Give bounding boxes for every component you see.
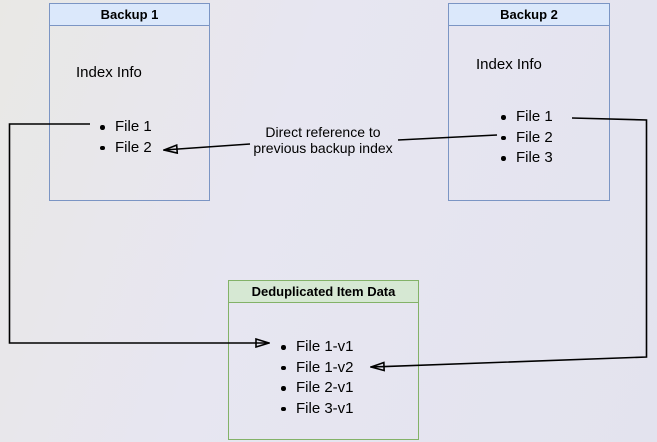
list-item: File 1-v1 [280, 337, 354, 358]
list-item: File 1 [500, 107, 553, 128]
list-item: File 1 [99, 117, 152, 138]
backup2-box: Backup 2 Index Info File 1 File 2 File 3 [448, 3, 610, 201]
direct-reference-label: Direct reference to previous backup inde… [240, 124, 406, 156]
backup1-box: Backup 1 Index Info File 1 File 2 [49, 3, 210, 201]
list-item: File 3 [500, 148, 553, 169]
dedup-title: Deduplicated Item Data [229, 281, 418, 303]
dedup-file-list: File 1-v1 File 1-v2 File 2-v1 File 3-v1 [280, 337, 354, 419]
direct-reference-label-line1: Direct reference to [265, 124, 381, 140]
backup1-index-info-label: Index Info [76, 64, 142, 81]
backup1-file-list: File 1 File 2 [99, 117, 152, 158]
direct-reference-label-line2: previous backup index [253, 140, 393, 156]
list-item: File 2 [500, 128, 553, 149]
backup2-title: Backup 2 [449, 4, 609, 26]
backup1-title: Backup 1 [50, 4, 209, 26]
list-item: File 2-v1 [280, 378, 354, 399]
list-item: File 3-v1 [280, 399, 354, 420]
list-item: File 1-v2 [280, 358, 354, 379]
list-item: File 2 [99, 138, 152, 159]
deduplicated-item-data-box: Deduplicated Item Data File 1-v1 File 1-… [228, 280, 419, 440]
backup2-index-info-label: Index Info [476, 56, 542, 73]
backup2-file-list: File 1 File 2 File 3 [500, 107, 553, 169]
